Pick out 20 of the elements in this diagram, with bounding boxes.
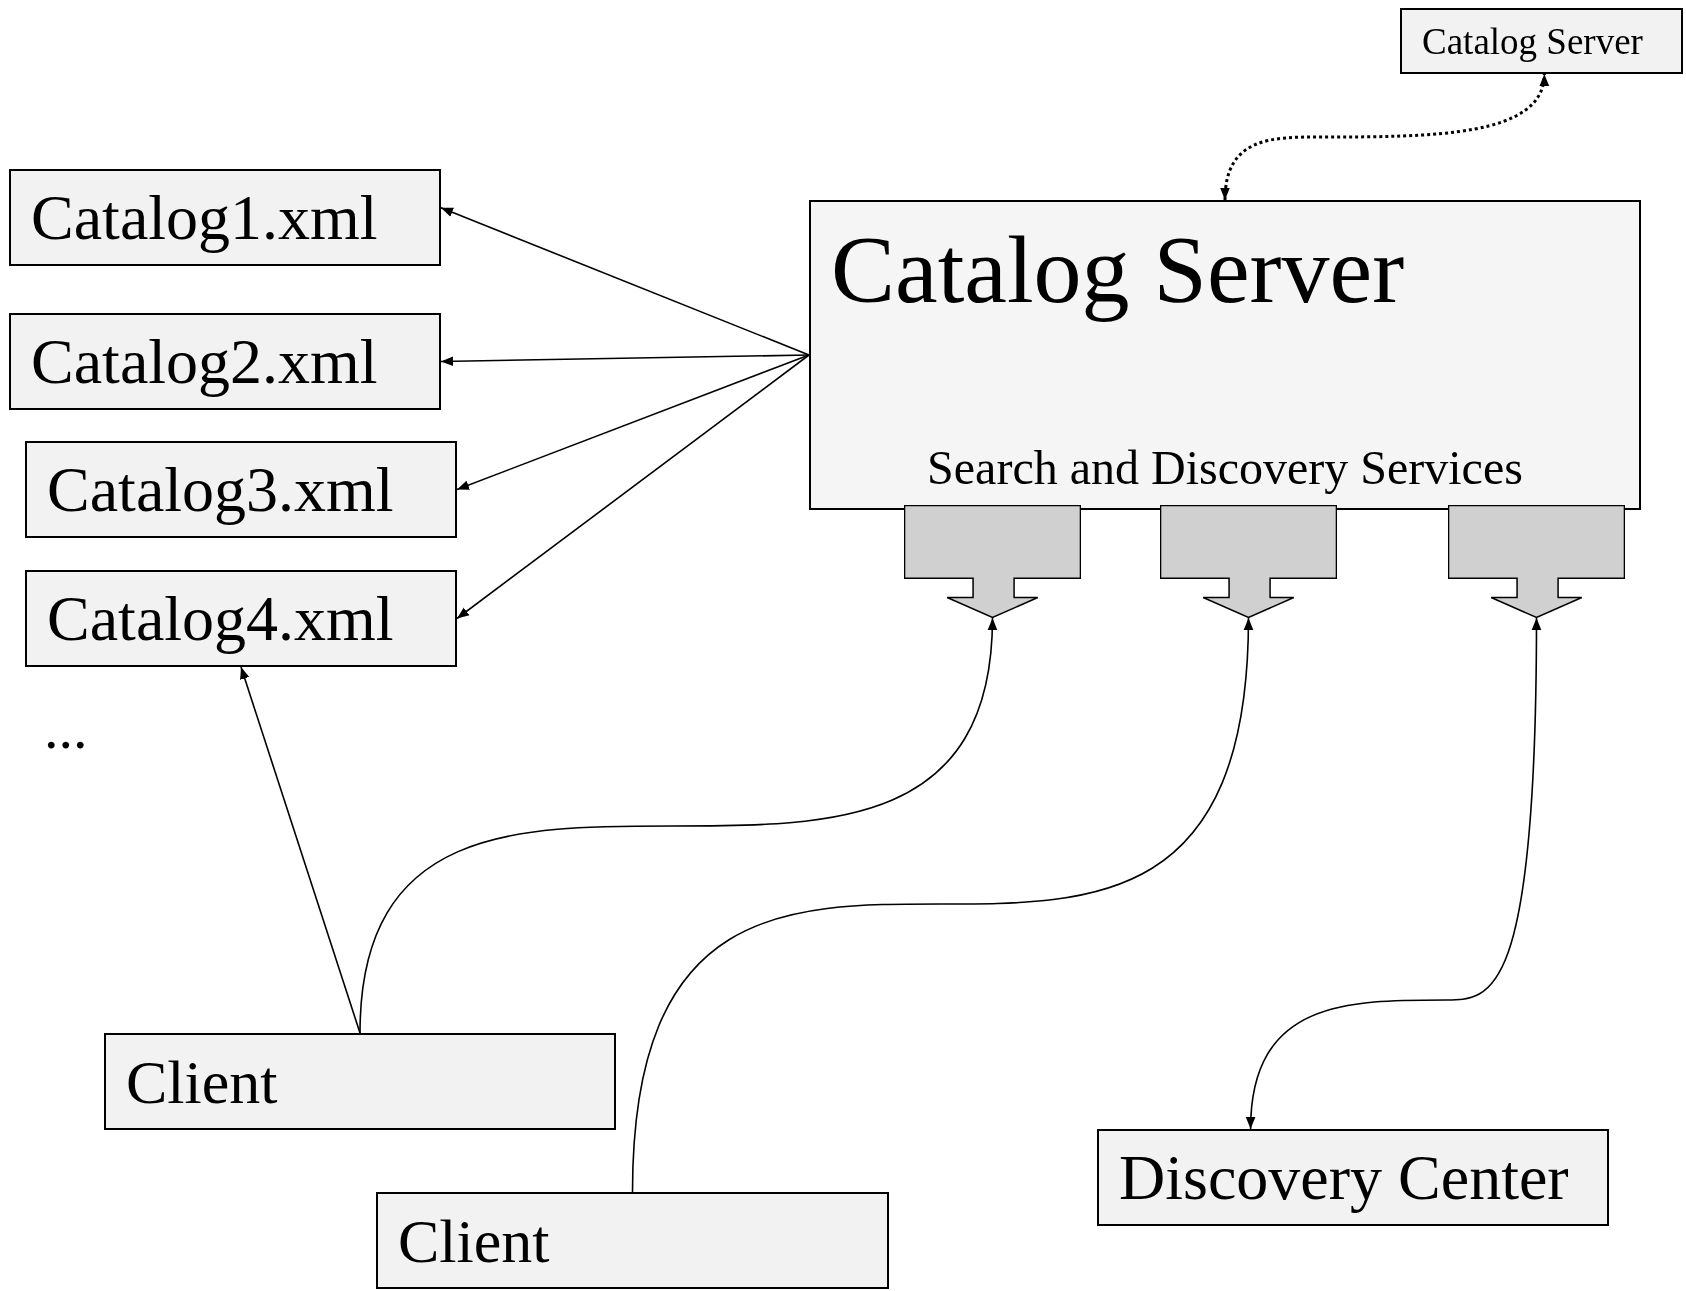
arrow <box>1221 73 1548 201</box>
box-subtitle: Search and Discovery Services <box>927 444 1523 492</box>
arrow <box>1246 617 1542 1130</box>
arrow <box>456 354 810 620</box>
ellipsis-label: ... <box>44 700 88 758</box>
label-box: Client <box>104 1033 616 1130</box>
arrow <box>440 207 810 356</box>
label-box: Client <box>376 1192 889 1289</box>
arrow <box>456 354 810 491</box>
arrow <box>631 617 1253 1193</box>
label-box: Catalog2.xml <box>9 313 441 410</box>
label-box: Catalog3.xml <box>25 441 457 538</box>
label-box: Catalog Server <box>1400 8 1683 74</box>
server-box <box>809 200 1641 510</box>
arrow <box>240 666 361 1034</box>
arrow <box>359 617 997 1034</box>
label-box: Catalog1.xml <box>9 169 441 266</box>
label-box: Discovery Center <box>1097 1129 1609 1226</box>
label-box: Catalog4.xml <box>25 570 457 667</box>
arrow <box>440 354 810 367</box>
